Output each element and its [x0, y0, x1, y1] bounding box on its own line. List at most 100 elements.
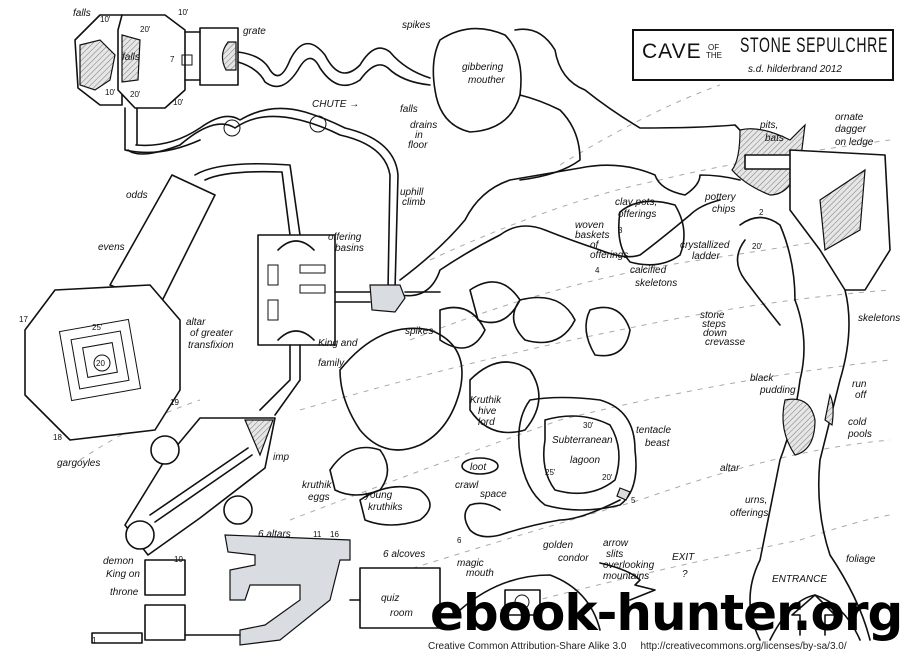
label: gibbering — [462, 62, 504, 73]
label: uphill — [400, 187, 424, 198]
label: offerings — [590, 250, 628, 261]
room-number: 20 — [96, 359, 105, 368]
label: spikes — [405, 326, 433, 337]
label: King on — [106, 569, 140, 580]
label: loot — [470, 462, 487, 473]
room-number: 11 — [313, 530, 322, 539]
label: space — [480, 489, 507, 500]
measure: 10' — [105, 88, 116, 97]
watermark: ebook-hunter.org — [430, 584, 903, 642]
label: pudding — [759, 385, 796, 396]
room-number: 7 — [170, 55, 175, 64]
label: EXIT — [672, 552, 695, 563]
label: pits, — [759, 120, 778, 131]
room-numbers: 1 2 3 4 5 6 7 10 11 16 17 18 19 20 — [19, 55, 764, 645]
label: urns, — [745, 495, 767, 506]
label: arrow — [603, 538, 629, 549]
label: run — [852, 379, 867, 390]
label: calcified — [630, 265, 667, 276]
room-number: 18 — [53, 433, 62, 442]
room-number: 5 — [631, 496, 636, 505]
label: skeletons — [635, 278, 677, 289]
title-sub: STONE SEPULCHRE — [740, 34, 888, 57]
license-footer: Creative Common Attribution-Share Alike … — [428, 641, 847, 653]
label: falls — [122, 52, 140, 63]
label: magic — [457, 558, 484, 569]
label: altar — [186, 317, 206, 328]
label: drains — [410, 120, 437, 131]
label: basins — [335, 243, 364, 254]
measure: 20' — [130, 90, 141, 99]
label: kruthik — [302, 480, 332, 491]
label: eggs — [308, 492, 330, 503]
label: family — [318, 358, 345, 369]
label: offering — [328, 232, 362, 243]
label: gargoyles — [57, 458, 100, 469]
label: hive — [478, 406, 497, 417]
title-main: CAVE — [642, 40, 702, 63]
author: s.d. hilderbrand 2012 — [748, 64, 842, 75]
license-text: Creative Common Attribution-Share Alike … — [428, 641, 627, 653]
map-labels: falls falls grate spikes CHUTE → falls d… — [57, 8, 900, 619]
label: condor — [558, 553, 589, 564]
title-the: THE — [706, 51, 722, 60]
label: crawl — [455, 480, 479, 491]
label: overlooking — [603, 560, 655, 571]
label: down — [703, 328, 727, 339]
label: falls — [400, 104, 418, 115]
demon-hall — [91, 417, 276, 644]
license-url[interactable]: http://creativecommons.org/licenses/by-s… — [640, 641, 847, 653]
label: falls — [73, 8, 91, 19]
measure: 10' — [100, 15, 111, 24]
label: Subterranean — [552, 435, 613, 446]
label: 6 altars — [258, 529, 291, 540]
label: ENTRANCE — [772, 574, 827, 585]
label: black — [750, 373, 774, 384]
label: pools — [847, 429, 872, 440]
label: crystallized — [680, 240, 730, 251]
label: skeletons — [858, 313, 900, 324]
label: off — [855, 390, 867, 401]
label: steps — [702, 319, 726, 330]
room-number: 4 — [595, 266, 600, 275]
room-number: 2 — [759, 208, 764, 217]
label: Kruthik — [470, 395, 502, 406]
label: 6 alcoves — [383, 549, 425, 560]
measure: 10' — [178, 8, 189, 17]
measure: 20' — [752, 242, 763, 251]
falls-chambers — [74, 14, 239, 154]
label: lord — [478, 417, 495, 428]
room-number: 17 — [19, 315, 28, 324]
room-number: 19 — [170, 398, 179, 407]
label: transfixion — [188, 340, 234, 351]
king-tomb — [257, 234, 441, 416]
room-number: 10 — [174, 555, 183, 564]
label: foliage — [846, 554, 876, 565]
label: offerings — [618, 209, 656, 220]
measure: 30' — [583, 421, 594, 430]
six-altars — [184, 534, 656, 646]
label: dagger — [835, 124, 867, 135]
label: slits — [606, 549, 623, 560]
label: in — [415, 130, 423, 141]
label: stone — [700, 310, 725, 321]
label: throne — [110, 587, 139, 598]
label: beast — [645, 438, 671, 449]
room-number: 1 — [92, 636, 97, 645]
label: spikes — [402, 20, 430, 31]
label: ornate — [835, 112, 864, 123]
label: mouth — [466, 568, 494, 579]
label: pottery — [704, 192, 737, 203]
label: bats — [765, 133, 784, 144]
label: altar — [720, 463, 740, 474]
label: floor — [408, 140, 428, 151]
label: cold — [848, 417, 867, 428]
label: odds — [126, 190, 148, 201]
label: ? — [682, 569, 688, 580]
label: room — [390, 608, 413, 619]
label: mouther — [468, 75, 505, 86]
label: lagoon — [570, 455, 600, 466]
label: crevasse — [705, 337, 745, 348]
room-number: 6 — [457, 536, 462, 545]
